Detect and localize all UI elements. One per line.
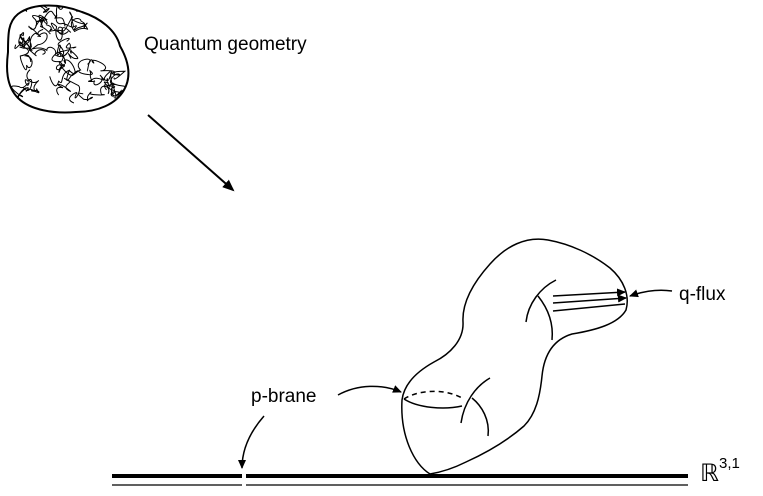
- quantum-geometry-blob: [6, 4, 130, 114]
- flow-arrow: [147, 114, 235, 192]
- compact-manifold: [401, 238, 628, 475]
- q-flux-label: q-flux: [679, 284, 726, 305]
- spacetime-symbol: ℝ: [700, 460, 720, 487]
- quantum-geometry-label: Quantum geometry: [144, 34, 307, 55]
- q-flux-pointer: [629, 289, 673, 298]
- spacetime-line: [112, 472, 688, 489]
- p-brane-label: p-brane: [251, 386, 317, 407]
- spacetime-superscript: 3,1: [719, 455, 740, 472]
- p-brane-pointer: [238, 385, 402, 469]
- spacetime-label: ℝ3,1: [700, 455, 740, 488]
